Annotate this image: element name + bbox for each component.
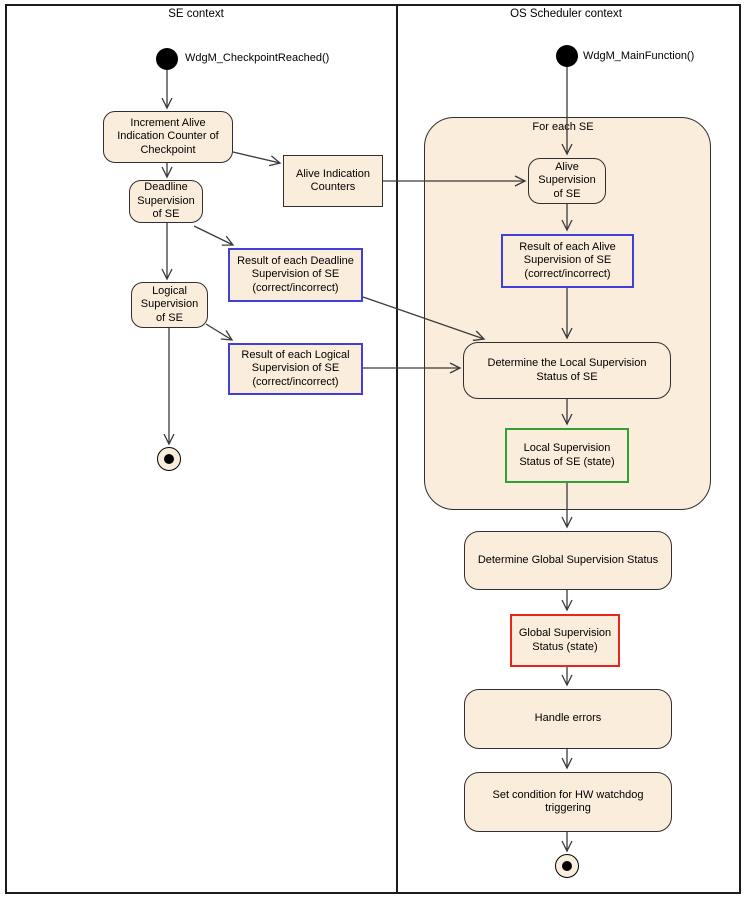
object-local-supervision-status: Local Supervision Status of SE (state) <box>505 428 629 483</box>
object-alive-indication-counters: Alive Indication Counters <box>283 155 383 207</box>
object-result-logical-supervision: Result of each Logical Supervision of SE… <box>228 343 363 395</box>
lane-title-se-context: SE context <box>168 8 224 20</box>
activity-deadline-supervision: Deadline Supervision of SE <box>129 180 203 223</box>
activity-increment-alive-counter: Increment Alive Indication Counter of Ch… <box>103 111 233 163</box>
diagram-frame <box>5 4 741 894</box>
activity-set-watchdog-condition: Set condition for HW watchdog triggering <box>464 772 672 832</box>
activity-logical-supervision: Logical Supervision of SE <box>131 282 208 328</box>
lane-title-os-scheduler-context: OS Scheduler context <box>510 8 622 20</box>
activity-determine-global-status: Determine Global Supervision Status <box>464 531 672 590</box>
final-node-se <box>157 447 181 471</box>
final-node-se-dot <box>164 454 174 464</box>
final-node-os-dot <box>562 861 572 871</box>
activity-determine-local-status: Determine the Local Supervision Status o… <box>463 342 671 399</box>
os-start-label: WdgM_MainFunction() <box>583 50 695 62</box>
initial-node-os <box>556 45 578 67</box>
for-each-se-label: For each SE <box>532 121 594 133</box>
object-result-deadline-supervision: Result of each Deadline Supervision of S… <box>228 248 363 302</box>
activity-alive-supervision: Alive Supervision of SE <box>528 158 606 204</box>
se-start-label: WdgM_CheckpointReached() <box>185 52 330 64</box>
swimlane-divider <box>396 4 398 892</box>
initial-node-se <box>156 48 178 70</box>
object-global-supervision-status: Global Supervision Status (state) <box>510 614 620 667</box>
final-node-os <box>555 854 579 878</box>
activity-handle-errors: Handle errors <box>464 689 672 749</box>
object-result-alive-supervision: Result of each Alive Supervision of SE (… <box>501 234 634 288</box>
